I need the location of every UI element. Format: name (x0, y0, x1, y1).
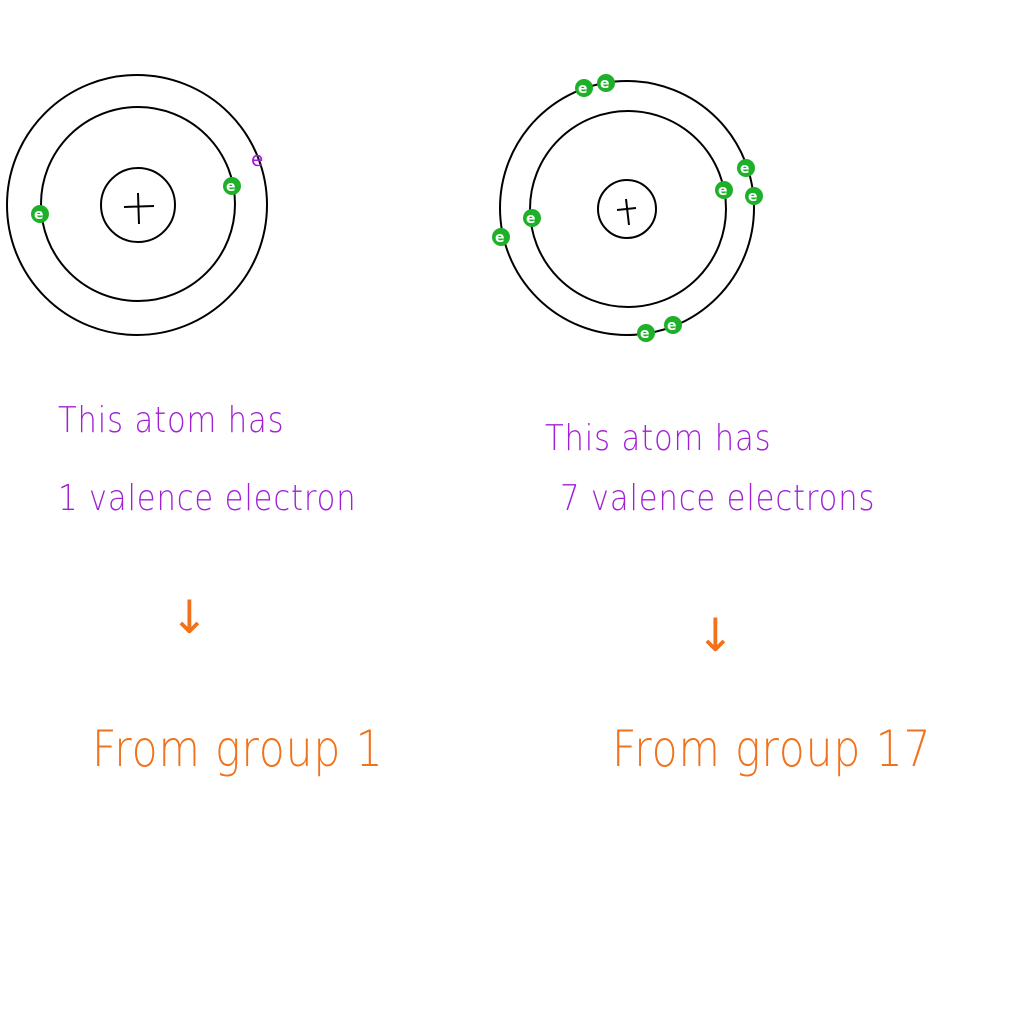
outer-shell (499, 80, 755, 336)
left-down-arrow: ↓ (170, 590, 209, 644)
electron (223, 177, 241, 195)
outer-shell (6, 74, 268, 336)
inner-shell (529, 110, 727, 308)
electron-label: e (578, 81, 588, 97)
right-caption-line1: This atom has (545, 418, 772, 459)
right-down-arrow: ↓ (696, 608, 735, 662)
inner-shell (40, 106, 236, 302)
right-electrons: e e e e e e e e e (492, 74, 763, 342)
electron-label: e (640, 326, 650, 342)
electron (745, 187, 763, 205)
electron (523, 209, 541, 227)
electron-label: e (526, 211, 536, 227)
right-atom (499, 80, 755, 336)
electron-label: e (718, 183, 728, 199)
electron (597, 74, 615, 92)
electron (492, 228, 510, 246)
right-group-text: From group 17 (612, 720, 932, 778)
electron-label: e (226, 179, 236, 195)
left-caption-line1: This atom has (58, 400, 285, 441)
valence-electron-annotation: e (251, 147, 263, 171)
left-electrons: e e e (31, 147, 263, 223)
right-caption-line2: 7 valence electrons (560, 478, 876, 519)
nucleus (597, 179, 657, 239)
electron (664, 316, 682, 334)
plus-sign (123, 192, 155, 225)
electron (31, 205, 49, 223)
electron-label: e (667, 318, 677, 334)
electron-label: e (748, 189, 758, 205)
electron-label: e (740, 161, 750, 177)
left-group-text: From group 1 (92, 720, 384, 778)
left-caption-line2: 1 valence electron (58, 478, 357, 519)
electron-label: e (34, 207, 44, 223)
electron-label: e (600, 76, 610, 92)
plus-sign (616, 198, 637, 226)
electron (637, 324, 655, 342)
electron (715, 181, 733, 199)
electron (575, 79, 593, 97)
nucleus (100, 167, 176, 243)
left-atom (6, 74, 268, 336)
electron (737, 159, 755, 177)
electron-label: e (495, 230, 505, 246)
